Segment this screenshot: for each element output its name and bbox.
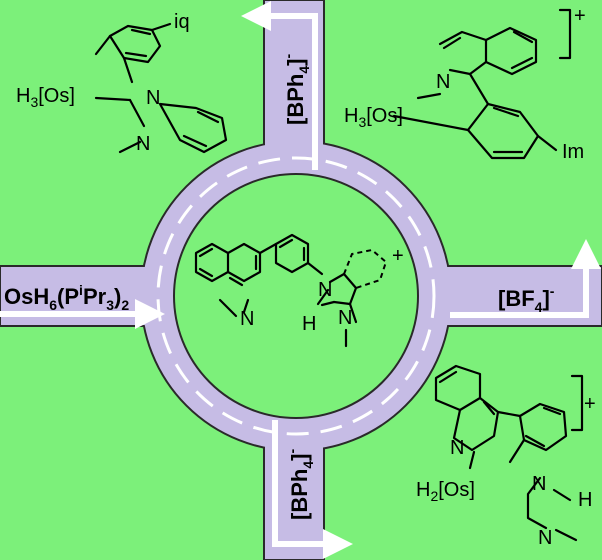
center-h-label: H xyxy=(302,313,316,335)
tr-metal: H3[Os] xyxy=(344,105,403,130)
reagent-south: [BPh4]- xyxy=(284,449,316,520)
center-molecule: N N N H + xyxy=(194,233,404,348)
tl-n-top: N xyxy=(146,87,160,109)
center-charge: + xyxy=(392,245,404,267)
product-top-right: N H3[Os] Im + xyxy=(344,5,586,163)
br-charge: + xyxy=(584,393,596,415)
tl-iq: iq xyxy=(174,11,190,33)
reagent-east: [BF4]- xyxy=(498,283,555,315)
tr-n: N xyxy=(436,71,450,93)
central-island xyxy=(173,173,419,419)
tr-im: Im xyxy=(562,141,584,163)
tl-metal: H3[Os] xyxy=(16,85,75,110)
tr-charge: + xyxy=(574,5,586,27)
center-n-label: N xyxy=(240,308,254,330)
reagent-north: [BPh4]- xyxy=(280,54,312,125)
lane-marking xyxy=(156,156,436,436)
reagent-west: OsH6(PiPr3)2 xyxy=(4,282,129,313)
arrow-south-out xyxy=(272,420,353,559)
br-metal: H2[Os] xyxy=(416,479,475,504)
br-n-iq: N xyxy=(450,437,464,459)
arrow-north-out xyxy=(241,1,318,170)
center-n-me-label: N xyxy=(338,307,352,329)
tl-n-bottom: N xyxy=(136,133,150,155)
br-n-top: N xyxy=(532,473,546,495)
arrow-east-out xyxy=(450,239,601,318)
br-n-bottom: N xyxy=(538,527,552,549)
center-n-plus-label: N xyxy=(318,279,332,301)
product-bottom-right: N H2[Os] N N H + xyxy=(416,364,596,549)
product-top-left: iq H3[Os] N N xyxy=(16,11,228,155)
br-h: H xyxy=(578,489,592,511)
